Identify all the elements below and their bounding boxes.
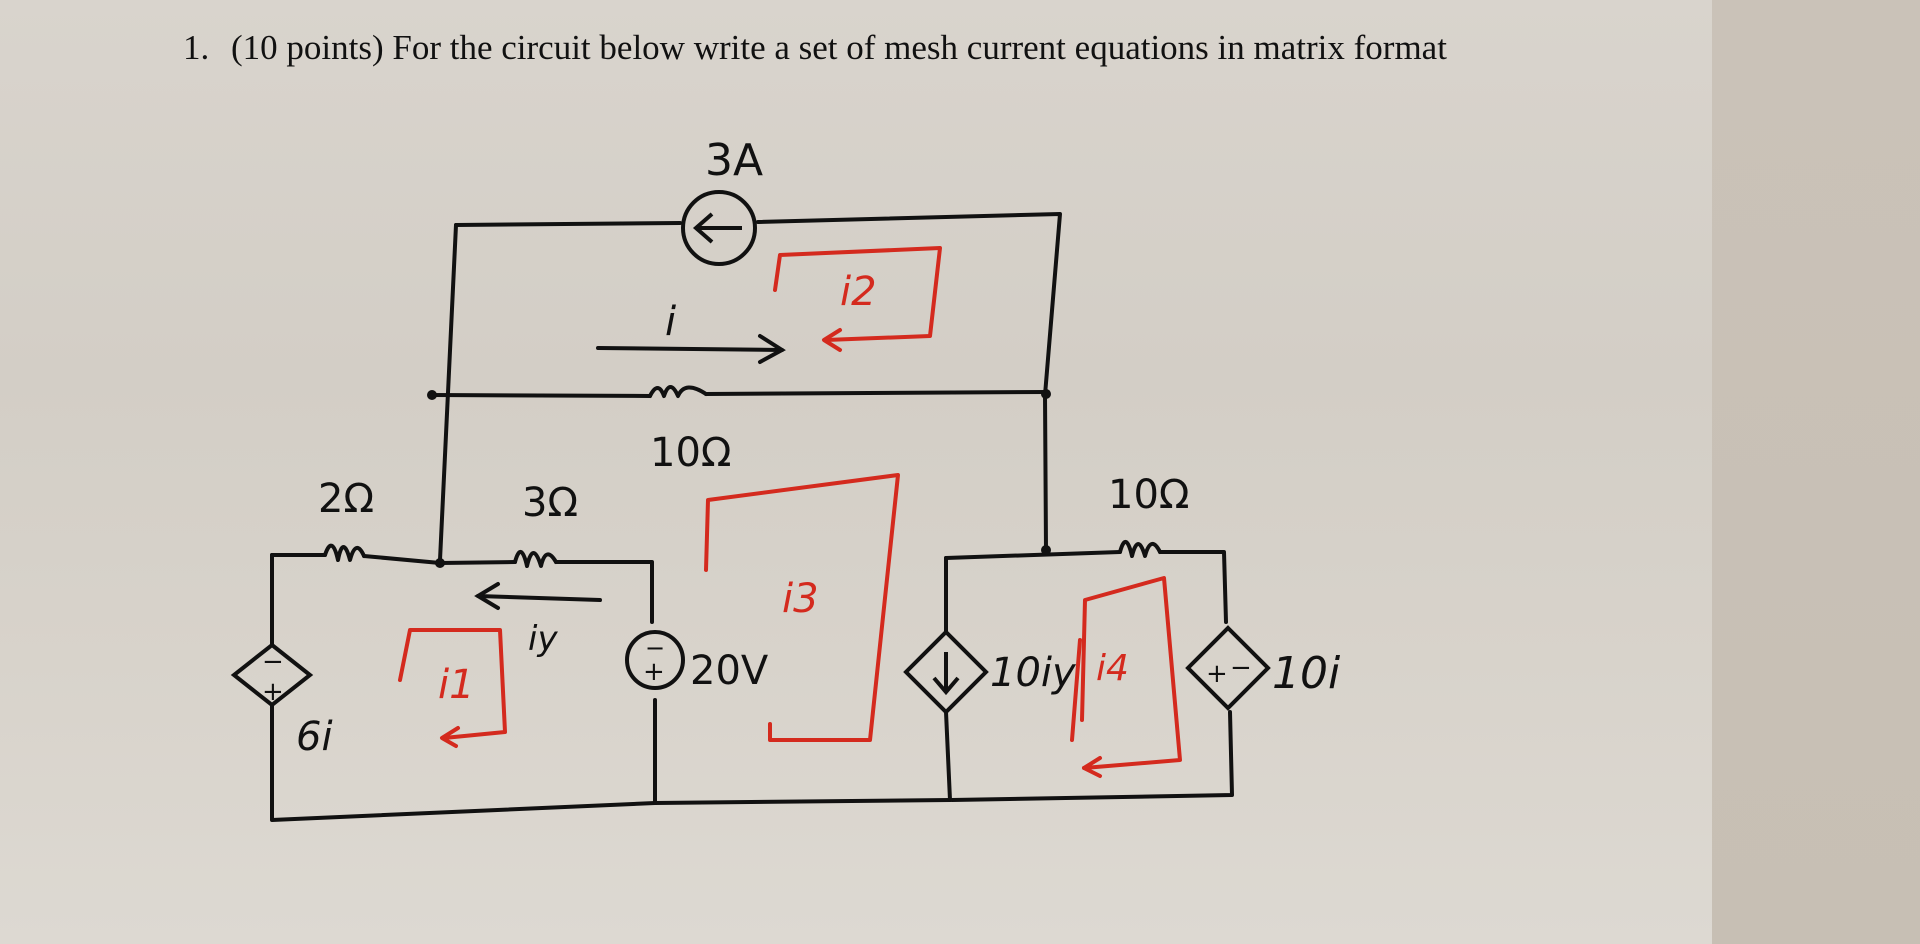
dep-current-bottom-wire [944,710,952,802]
mid-wire-right [704,390,1050,396]
mesh-i4-label: i4 [1096,648,1129,689]
current-source-circle [681,190,757,266]
current-iy-label: iy [528,619,558,659]
dep-source-right-label: 10i [1272,648,1341,699]
resistor-3-label: 3Ω [522,480,578,526]
dep-source-left-minus: − [262,647,284,677]
diamond-source-right-icon [1185,625,1271,711]
vsource-minus: − [645,634,665,662]
mesh-i4-left-stroke [1070,638,1082,742]
wire-3ohm-right [554,560,654,624]
voltage-source-label: 20V [690,648,769,694]
mesh-i2-arrow-icon [822,328,842,352]
current-i-label: i [665,299,676,345]
current-source-label: 3A [705,135,763,186]
dep-source-right-minus: − [1230,653,1252,683]
background-panel [1712,0,1920,944]
current-iy-arrow-icon [474,582,602,610]
right-drop-wire [1043,393,1048,552]
node-left-bottom [435,558,445,568]
dep-source-right-plus: + [1206,659,1228,689]
mesh-i2-loop [773,246,942,342]
circuit-wires [270,212,1234,822]
down-arrow-icon [932,652,960,696]
voltage-source-circle [625,630,685,690]
dep-voltage-source-left [230,642,314,708]
mesh-i3-label: i3 [782,576,819,622]
resistor-top-label: 10Ω [650,430,731,476]
resistor-2-label: 2Ω [318,476,374,522]
node-left-mid [427,390,437,400]
bottom-left-wire [270,703,657,822]
mesh-i1-arrow-icon [440,726,460,748]
resistor-right-label: 10Ω [1108,472,1189,518]
wire-right-top-left [944,550,1122,560]
bottom-right-wire [950,710,1234,802]
mesh-i4-arrow-icon [1082,756,1102,778]
diamond-source-icon [230,642,314,708]
dep-source-left-label: 6i [296,714,333,760]
mesh-i3-loop [704,473,900,742]
current-i-arrow-icon [596,334,786,364]
wire-right-top-right [1158,550,1228,624]
vsource-plus: + [643,657,665,687]
problem-text: (10 points) For the circuit below write … [231,28,1447,67]
voltage-source-20v [625,630,685,690]
resistor-10-right [1118,540,1162,558]
bottom-mid-wire [653,798,952,805]
mesh-i1-label: i1 [438,662,475,708]
problem-number: 1. [183,28,210,67]
mesh-i4-loop [1080,576,1182,770]
dep-source-left-plus: + [262,677,284,707]
top-wire-left [454,221,682,227]
mesh-i2-label: i2 [840,269,877,315]
mesh-loops [398,246,1182,778]
dep-current-source-label: 10iy [990,650,1077,696]
resistor-3 [513,550,558,568]
circuit-nodes [427,389,1051,568]
resistor-2 [323,543,366,562]
current-source-arrow-icon [692,212,742,244]
left-vertical-wire [438,223,458,562]
dep-voltage-source-right [1185,625,1271,711]
top-wire-right [756,212,1062,397]
current-source-3a [681,190,757,266]
node-right-bottom [1041,545,1051,555]
mid-wire-left [430,393,652,398]
diamond-current-icon [903,629,989,715]
node-right-mid [1041,389,1051,399]
resistor-10-top [648,385,708,398]
dep-current-source [903,629,989,715]
mesh-i1-loop [398,628,507,740]
